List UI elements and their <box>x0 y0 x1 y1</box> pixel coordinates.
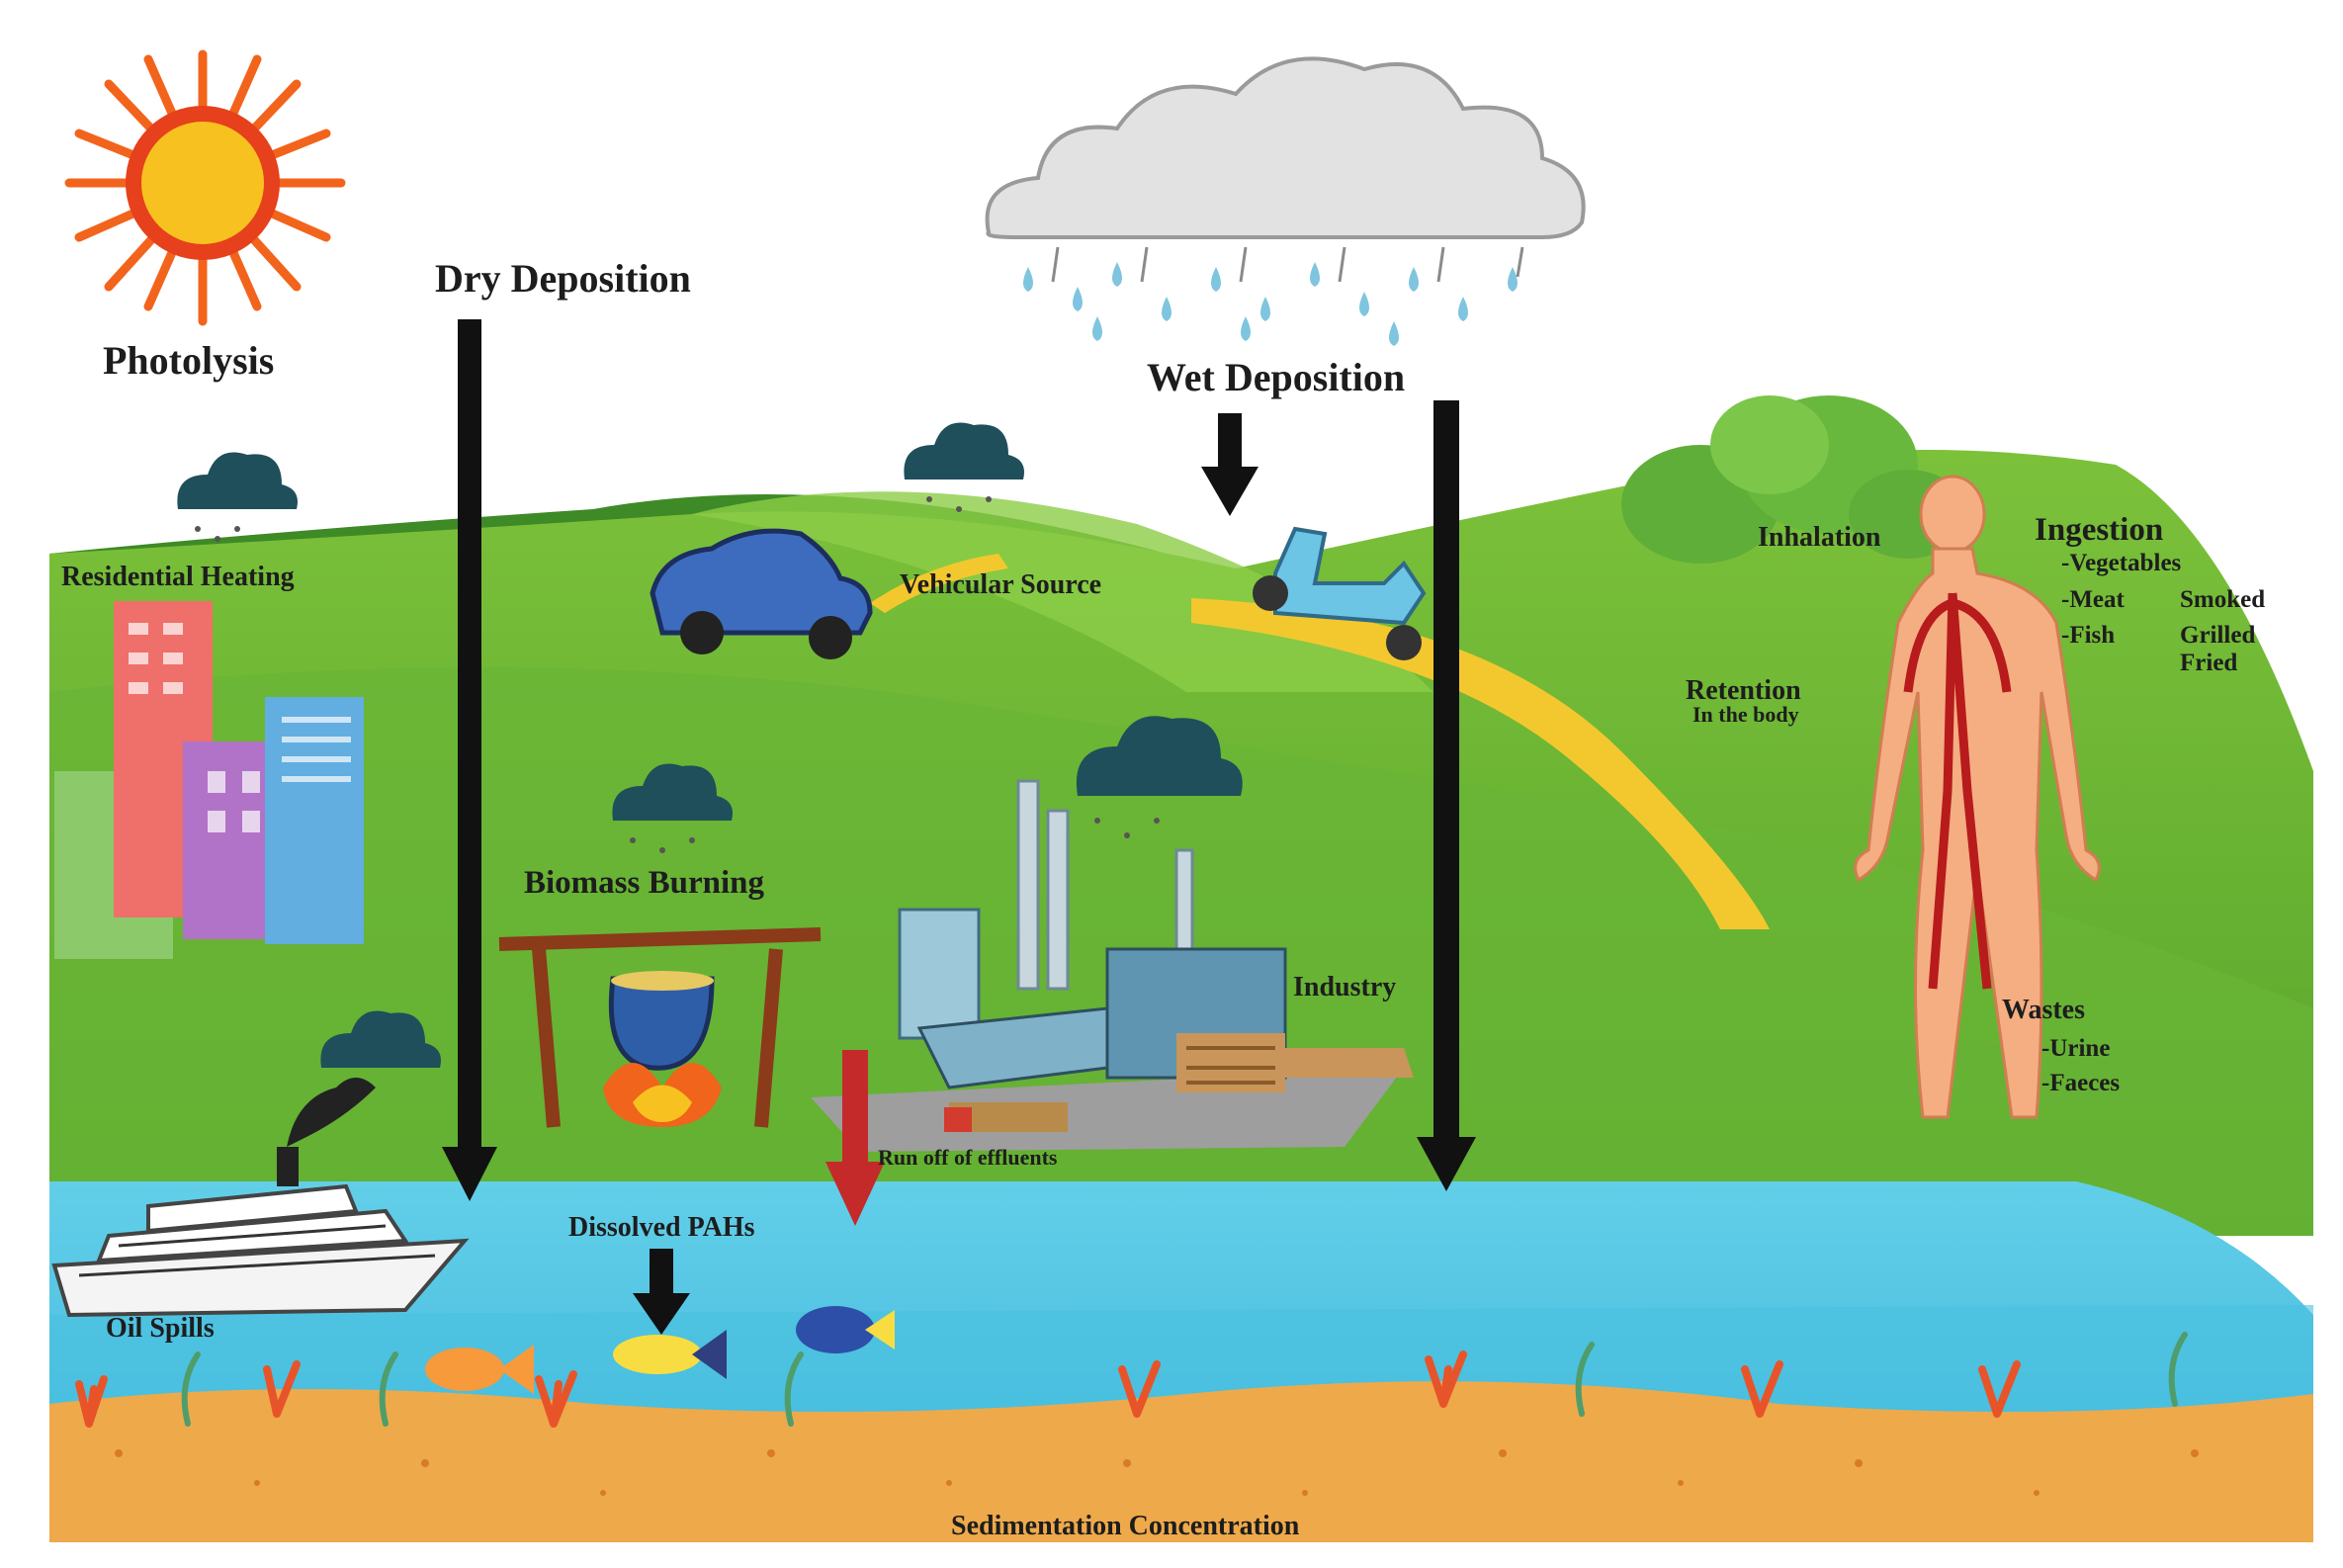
label-fish: -Fish <box>2061 622 2116 649</box>
label-residential-heating: Residential Heating <box>61 562 295 592</box>
label-urine: -Urine <box>2041 1035 2111 1062</box>
label-photolysis: Photolysis <box>103 338 275 383</box>
label-dry-deposition: Dry Deposition <box>435 256 691 301</box>
runoff-arrow <box>825 1050 885 1226</box>
label-retention: Retention <box>1686 675 1801 706</box>
label-oil-spills: Oil Spills <box>106 1313 215 1344</box>
rain-cloud-icon <box>985 56 1586 346</box>
label-smoked: Smoked <box>2180 586 2266 613</box>
label-run-off: Run off of effluents <box>878 1145 1058 1170</box>
wet-deposition-arrow-short <box>1201 413 1258 516</box>
label-grilled: Grilled <box>2180 622 2256 649</box>
label-vegetables: -Vegetables <box>2061 550 2182 576</box>
label-ingestion: Ingestion <box>2035 512 2164 548</box>
factory-icon <box>811 779 1414 1152</box>
sun-icon <box>64 49 346 326</box>
dissolved-pahs-arrow <box>633 1249 690 1335</box>
campfire-icon <box>498 927 822 1128</box>
wet-deposition-arrow-long <box>1417 400 1476 1191</box>
fish-icon <box>425 1306 895 1394</box>
label-dissolved-pahs: Dissolved PAHs <box>568 1212 755 1243</box>
road-left <box>870 554 1008 613</box>
car-icon <box>650 528 873 659</box>
label-faeces: -Faeces <box>2041 1070 2121 1096</box>
sediment-bed <box>49 1332 2313 1542</box>
label-sedimentation: Sedimentation Concentration <box>951 1511 1300 1541</box>
human-body-icon <box>1854 475 2101 1119</box>
label-inhalation: Inhalation <box>1758 522 1881 553</box>
dry-deposition-arrow <box>442 319 497 1201</box>
label-wet-deposition: Wet Deposition <box>1147 355 1406 399</box>
scooter-icon <box>1253 526 1427 660</box>
label-meat: -Meat <box>2061 586 2125 613</box>
label-fried: Fried <box>2180 650 2238 676</box>
road <box>1191 598 1770 929</box>
ship-icon <box>51 1078 470 1318</box>
label-wastes: Wastes <box>2002 995 2085 1025</box>
buildings-icon <box>54 601 364 959</box>
smog-particles <box>195 496 1160 853</box>
label-biomass-burning: Biomass Burning <box>524 865 764 901</box>
label-retention-sub: In the body <box>1692 702 1799 727</box>
smog-cloud-icon <box>177 422 1243 1068</box>
label-industry: Industry <box>1293 972 1397 1002</box>
label-vehicular-source: Vehicular Source <box>900 569 1102 600</box>
